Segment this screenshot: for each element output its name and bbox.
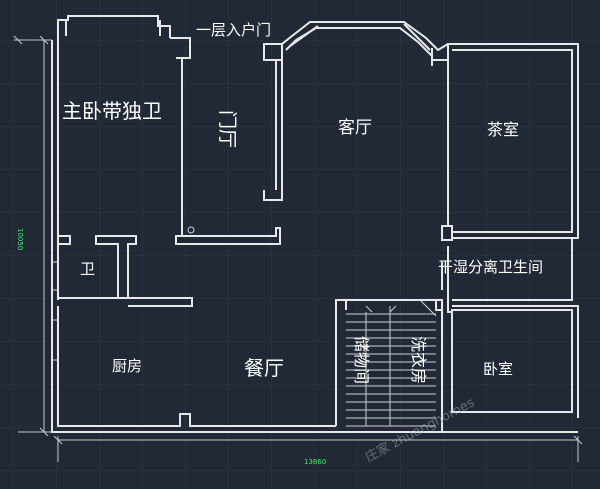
bedroom-label: 卧室 bbox=[483, 360, 513, 378]
height-dimension-label: 10050 bbox=[16, 228, 24, 250]
master-bedroom-label: 主卧带独卫 bbox=[62, 99, 162, 123]
bathroom-label: 卫 bbox=[80, 260, 95, 278]
storage-label: 储物间 bbox=[352, 336, 371, 384]
dry-wet-bathroom-label: 干湿分离卫生间 bbox=[438, 258, 543, 276]
tea-room-label: 茶室 bbox=[487, 120, 519, 139]
width-dimension-label: 13860 bbox=[304, 458, 326, 466]
laundry-label: 洗衣房 bbox=[409, 336, 428, 384]
dining-room-label: 餐厅 bbox=[244, 356, 284, 380]
foyer-label: 门厅 bbox=[216, 110, 238, 148]
walls bbox=[51, 15, 579, 433]
entrance-label: 一层入户门 bbox=[196, 21, 271, 39]
dimension-lines bbox=[13, 35, 583, 462]
living-room-label: 客厅 bbox=[338, 118, 372, 138]
stair-treads bbox=[346, 299, 437, 427]
kitchen-label: 厨房 bbox=[112, 357, 142, 375]
